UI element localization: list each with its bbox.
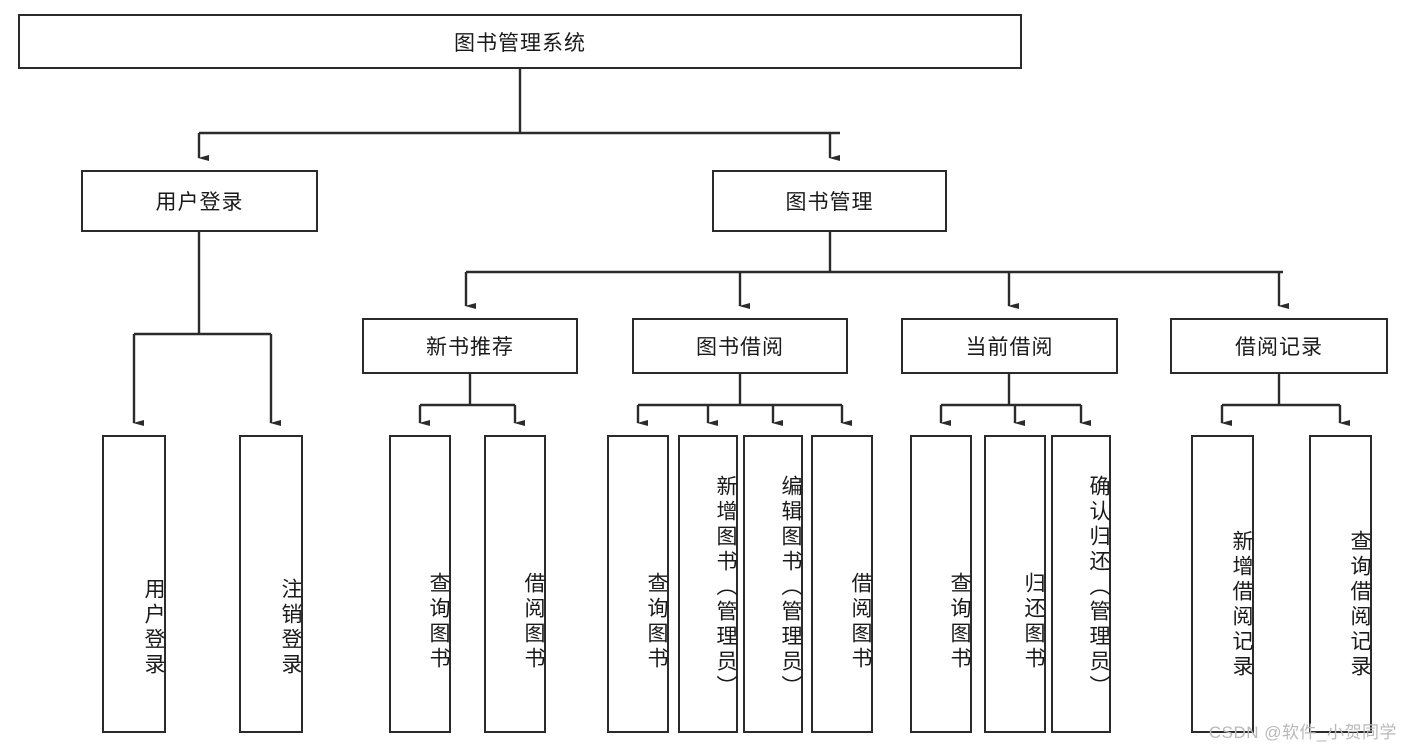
- leaf-borrow-book-1-label: 借阅图书: [522, 571, 545, 672]
- leaf-confirm-return-admin[interactable]: 确认归还（管理员）: [1051, 435, 1111, 733]
- leaf-add-book-admin[interactable]: 新增图书（管理员）: [678, 435, 738, 733]
- leaf-query-book-2[interactable]: 查询图书: [607, 435, 669, 733]
- node-current-borrow-label: 当前借阅: [965, 336, 1054, 359]
- leaf-query-book-2-label: 查询图书: [645, 571, 668, 672]
- node-user-login[interactable]: 用户登录: [81, 170, 318, 232]
- node-book-management[interactable]: 图书管理: [712, 170, 947, 232]
- node-book-management-label: 图书管理: [785, 191, 874, 214]
- node-root[interactable]: 图书管理系统: [18, 14, 1022, 69]
- node-new-book-recommend-label: 新书推荐: [426, 336, 514, 359]
- leaf-logout-label: 注销登录: [279, 578, 302, 678]
- leaf-return-book-label: 归还图书: [1022, 571, 1045, 672]
- leaf-logout[interactable]: 注销登录: [239, 435, 303, 733]
- node-borrow-records[interactable]: 借阅记录: [1170, 318, 1388, 374]
- leaf-edit-book-admin-label: 编辑图书（管理员）: [779, 474, 802, 700]
- leaf-borrow-book-2-label: 借阅图书: [849, 571, 872, 672]
- leaf-user-login[interactable]: 用户登录: [102, 435, 166, 733]
- node-root-label: 图书管理系统: [454, 31, 586, 55]
- leaf-edit-book-admin[interactable]: 编辑图书（管理员）: [743, 435, 803, 733]
- leaf-query-book-3[interactable]: 查询图书: [910, 435, 972, 733]
- leaf-borrow-book-2[interactable]: 借阅图书: [811, 435, 873, 733]
- leaf-confirm-return-admin-label: 确认归还（管理员）: [1087, 474, 1110, 700]
- leaf-return-book[interactable]: 归还图书: [984, 435, 1046, 733]
- leaf-borrow-book-1[interactable]: 借阅图书: [484, 435, 546, 733]
- leaf-query-borrow-record[interactable]: 查询借阅记录: [1309, 435, 1372, 733]
- leaf-query-book-3-label: 查询图书: [948, 571, 971, 672]
- node-new-book-recommend[interactable]: 新书推荐: [362, 318, 578, 374]
- node-book-borrow-label: 图书借阅: [696, 336, 784, 359]
- node-user-login-label: 用户登录: [155, 191, 244, 214]
- leaf-query-book-1-label: 查询图书: [427, 571, 450, 672]
- node-borrow-records-label: 借阅记录: [1235, 336, 1323, 359]
- leaf-add-book-admin-label: 新增图书（管理员）: [714, 474, 737, 700]
- node-book-borrow[interactable]: 图书借阅: [632, 318, 848, 374]
- leaf-query-book-1[interactable]: 查询图书: [389, 435, 451, 733]
- leaf-add-borrow-record-label: 新增借阅记录: [1230, 530, 1253, 680]
- leaf-add-borrow-record[interactable]: 新增借阅记录: [1191, 435, 1254, 733]
- leaf-query-borrow-record-label: 查询借阅记录: [1348, 530, 1371, 680]
- node-current-borrow[interactable]: 当前借阅: [901, 318, 1118, 374]
- leaf-user-login-label: 用户登录: [142, 578, 165, 678]
